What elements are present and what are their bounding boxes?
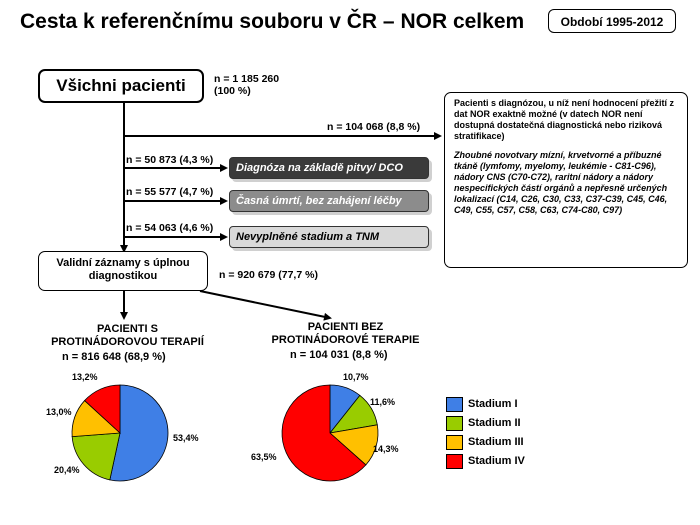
excluded-diagnoses-text: Zhoubné novotvary mízní, krvetvorné a př…	[454, 150, 668, 215]
no-therapy-pie-label-stage2: 11,6%	[370, 397, 396, 407]
legend-swatch-stage2	[446, 415, 463, 431]
excluded-note-box: Pacienti s diagnózou, u níž není hodnoce…	[444, 92, 688, 268]
early-death-count: n = 55 577 (4,7 %)	[126, 186, 214, 198]
legend-swatch-stage4	[446, 453, 463, 469]
all-patients-percent: (100 %)	[214, 85, 251, 97]
legend-item-stage2: Stadium II	[446, 415, 521, 432]
excluded-note-text: Pacienti s diagnózou, u níž není hodnoce…	[454, 98, 675, 141]
legend-label-stage4: Stadium IV	[468, 455, 525, 467]
period-badge: Období 1995-2012	[548, 9, 676, 33]
therapy-group-title-2: PROTINÁDOROVOU TERAPIÍ	[51, 336, 204, 348]
valid-records-box: Validní záznamy s úplnou diagnostikou	[38, 251, 208, 291]
legend-item-stage1: Stadium I	[446, 396, 518, 413]
legend-swatch-stage1	[446, 396, 463, 412]
legend-label-stage1: Stadium I	[468, 398, 518, 410]
therapy-stage-pie	[71, 384, 169, 482]
pie-slice-stadium-i	[109, 384, 169, 482]
page-title: Cesta k referenčnímu souboru v ČR – NOR …	[20, 10, 525, 33]
legend-label-stage3: Stadium III	[468, 436, 524, 448]
no-therapy-pie-label-stage1: 10,7%	[343, 372, 369, 382]
pie-slice-stadium-iv	[84, 384, 121, 434]
legend-item-stage4: Stadium IV	[446, 453, 525, 470]
therapy-pie-label-stage1: 53,4%	[173, 433, 199, 443]
therapy-group-title-1: PACIENTI S	[97, 323, 158, 335]
no-therapy-pie-label-stage3: 14,3%	[373, 444, 399, 454]
pie-slice-stadium-iv	[281, 384, 367, 482]
pie-slice-stadium-ii	[71, 432, 121, 481]
all-patients-count: n = 1 185 260	[214, 73, 280, 85]
no-therapy-group-title: PACIENTI BEZ PROTINÁDOROVÉ TERAPIE	[258, 321, 433, 347]
therapy-group-count: n = 816 648 (68,9 %)	[62, 351, 166, 363]
early-death-box: Časná úmrtí, bez zahájení léčby	[229, 190, 429, 212]
valid-records-label-2: diagnostikou	[88, 270, 158, 282]
legend-label-stage2: Stadium II	[468, 417, 521, 429]
no-therapy-group-title-2: PROTINÁDOROVÉ TERAPIE	[271, 334, 420, 346]
no-therapy-pie-label-stage4: 63,5%	[251, 452, 277, 462]
missing-stage-box: Nevyplněné stadium a TNM	[229, 226, 429, 248]
therapy-pie-label-stage3: 13,0%	[46, 407, 72, 417]
therapy-pie-label-stage2: 20,4%	[54, 465, 80, 475]
no-therapy-group-count: n = 104 031 (8,8 %)	[290, 349, 388, 361]
excluded-count: n = 104 068 (8,8 %)	[327, 121, 421, 133]
valid-records-label-1: Validní záznamy s úplnou	[56, 257, 190, 269]
therapy-group-title: PACIENTI S PROTINÁDOROVOU TERAPIÍ	[40, 323, 215, 349]
valid-to-no-therapy-line	[199, 290, 332, 321]
missing-stage-count: n = 54 063 (4,6 %)	[126, 222, 214, 234]
no-therapy-stage-pie	[281, 384, 379, 482]
all-patients-box: Všichni pacienti	[38, 69, 204, 103]
legend-item-stage3: Stadium III	[446, 434, 524, 451]
therapy-pie-label-stage4: 13,2%	[72, 372, 98, 382]
autopsy-box: Diagnóza na základě pitvy/ DCO	[229, 157, 429, 179]
valid-records-count: n = 920 679 (77,7 %)	[219, 269, 318, 281]
no-therapy-group-title-1: PACIENTI BEZ	[307, 321, 384, 333]
legend-swatch-stage3	[446, 434, 463, 450]
autopsy-count: n = 50 873 (4,3 %)	[126, 154, 214, 166]
